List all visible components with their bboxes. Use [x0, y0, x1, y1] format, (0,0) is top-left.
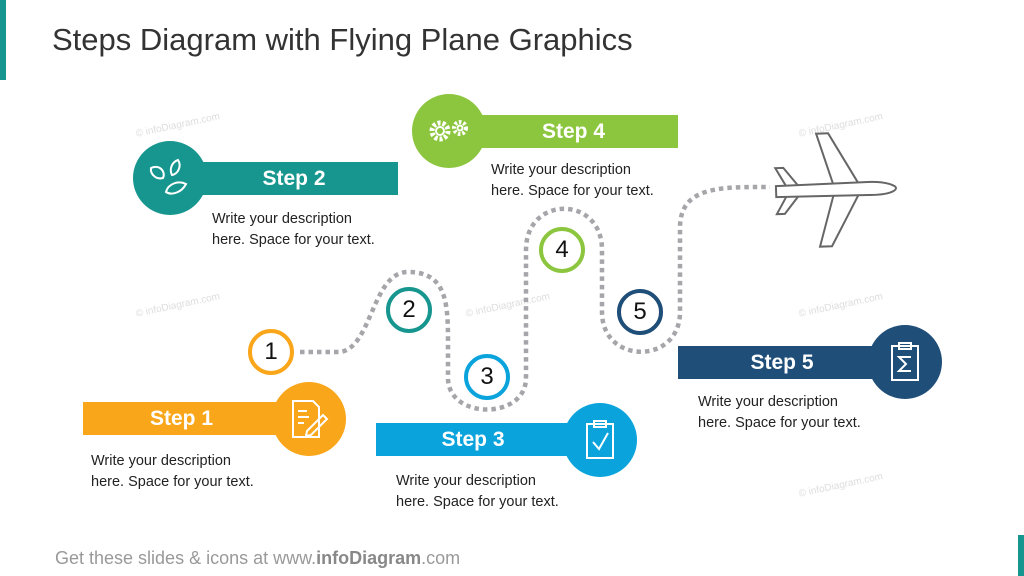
step-3-number: 3	[464, 354, 510, 400]
step-2-number: 2	[386, 287, 432, 333]
step-4-number: 4	[539, 227, 585, 273]
description-line: Write your description	[212, 211, 352, 227]
description-line: Write your description	[491, 162, 631, 178]
footer-prefix: Get these slides & icons at www.	[55, 548, 317, 568]
description-line: here. Space for your text.	[396, 494, 559, 510]
step-2-description: Write your description here. Space for yo…	[212, 209, 375, 251]
description-line: here. Space for your text.	[91, 474, 254, 490]
document-pencil-icon	[272, 382, 346, 456]
clipboard-check-icon	[563, 403, 637, 477]
step-1-description: Write your description here. Space for yo…	[91, 451, 254, 493]
accent-bar-left	[0, 0, 6, 80]
footer-brand: infoDiagram	[316, 548, 422, 568]
step-3-banner: Step 3	[376, 423, 600, 456]
description-line: Write your description	[91, 453, 231, 469]
footer-suffix: .com	[421, 548, 461, 568]
step-4-description: Write your description here. Space for yo…	[491, 160, 654, 202]
step-5-description: Write your description here. Space for yo…	[698, 392, 861, 434]
description-line: here. Space for your text.	[491, 183, 654, 199]
description-line: Write your description	[698, 394, 838, 410]
clipboard-sigma-icon	[868, 325, 942, 399]
description-line: here. Space for your text.	[698, 415, 861, 431]
step-1-number: 1	[248, 329, 294, 375]
leaves-icon	[133, 141, 207, 215]
gears-icon	[412, 94, 486, 168]
description-line: Write your description	[396, 473, 536, 489]
step-3-description: Write your description here. Space for yo…	[396, 471, 559, 513]
step-2-banner: Step 2	[170, 162, 398, 195]
accent-bar-right	[1018, 535, 1024, 576]
footer-link[interactable]: Get these slides & icons at www.infoDiag…	[55, 548, 460, 569]
description-line: here. Space for your text.	[212, 232, 375, 248]
step-5-number: 5	[617, 289, 663, 335]
step-4-banner: Step 4	[449, 115, 678, 148]
page-title: Steps Diagram with Flying Plane Graphics	[52, 22, 633, 57]
airplane-icon	[773, 132, 898, 248]
